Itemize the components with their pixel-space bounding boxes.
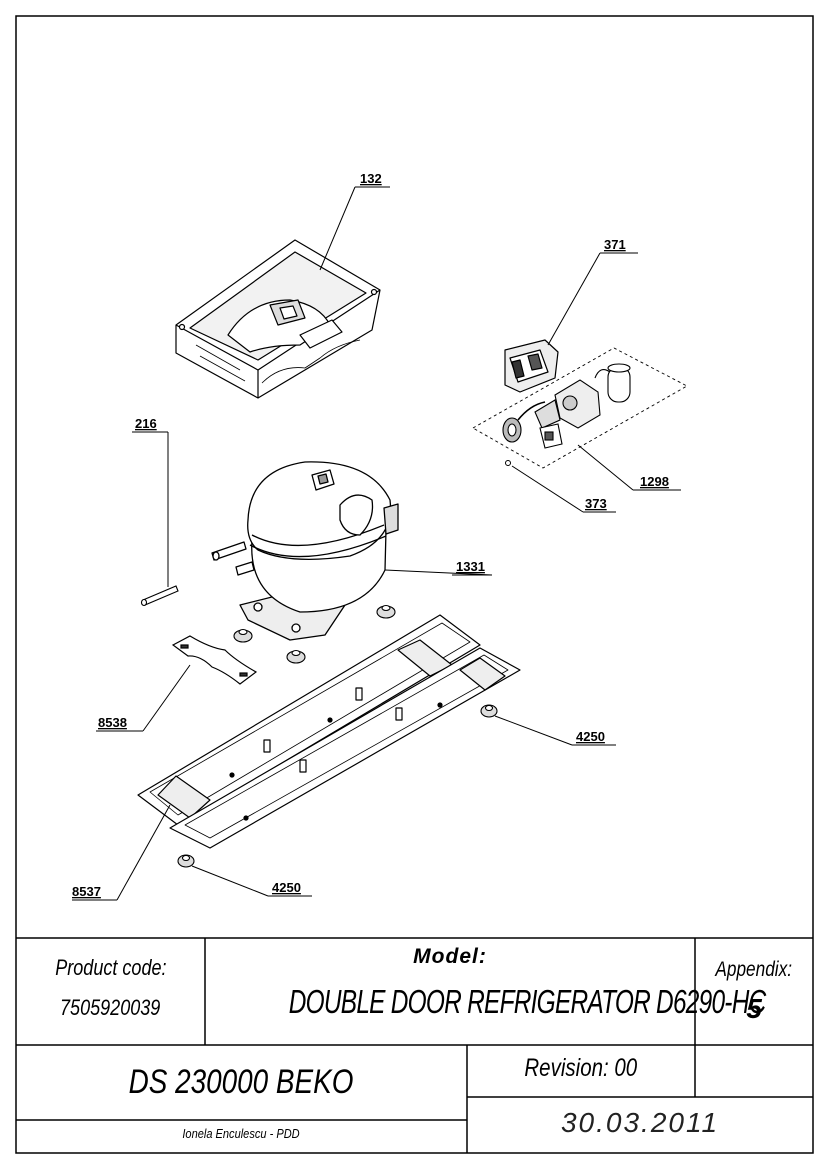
author: Ionela Enculescu - PDD [182,1126,301,1141]
product-code-value: 7505920039 [60,995,161,1020]
part-8538-clip [171,635,258,685]
part-1331-compressor [211,461,399,641]
part-8537-rails [137,614,521,849]
part-4250-foot-b [177,854,195,868]
appendix-value: 5 [746,993,762,1024]
callout-373: 373 [585,496,607,511]
callout-1298: 1298 [640,474,669,489]
callout-8538: 8538 [98,715,127,730]
release-date: 30.03.2011 [560,1107,720,1138]
document-code: DS 230000 BEKO [129,1063,354,1101]
model-label: Model: [413,945,487,968]
part-4250-foot-a [480,704,498,718]
callout-4250-a: 4250 [576,729,605,744]
part-1298-electrical-kit [472,347,688,469]
callout-216: 216 [135,416,157,431]
title-block-grid [16,937,813,1153]
callout-1331: 1331 [456,559,485,574]
callout-371: 371 [604,237,626,252]
sheet-border [15,15,814,1154]
part-371-relay [504,339,559,393]
part-373-pin [505,460,511,466]
appendix-label: Appendix: [715,958,793,981]
product-code-label: Product code: [54,955,167,980]
part-132-tray [175,239,381,399]
revision: Revision: 00 [524,1054,638,1082]
callout-132: 132 [360,171,382,186]
callout-8537: 8537 [72,884,101,899]
callout-4250-b: 4250 [272,880,301,895]
grommets [233,604,396,664]
part-216-tube [140,585,179,607]
model-name: DOUBLE DOOR REFRIGERATOR D6290-HC [288,983,766,1020]
